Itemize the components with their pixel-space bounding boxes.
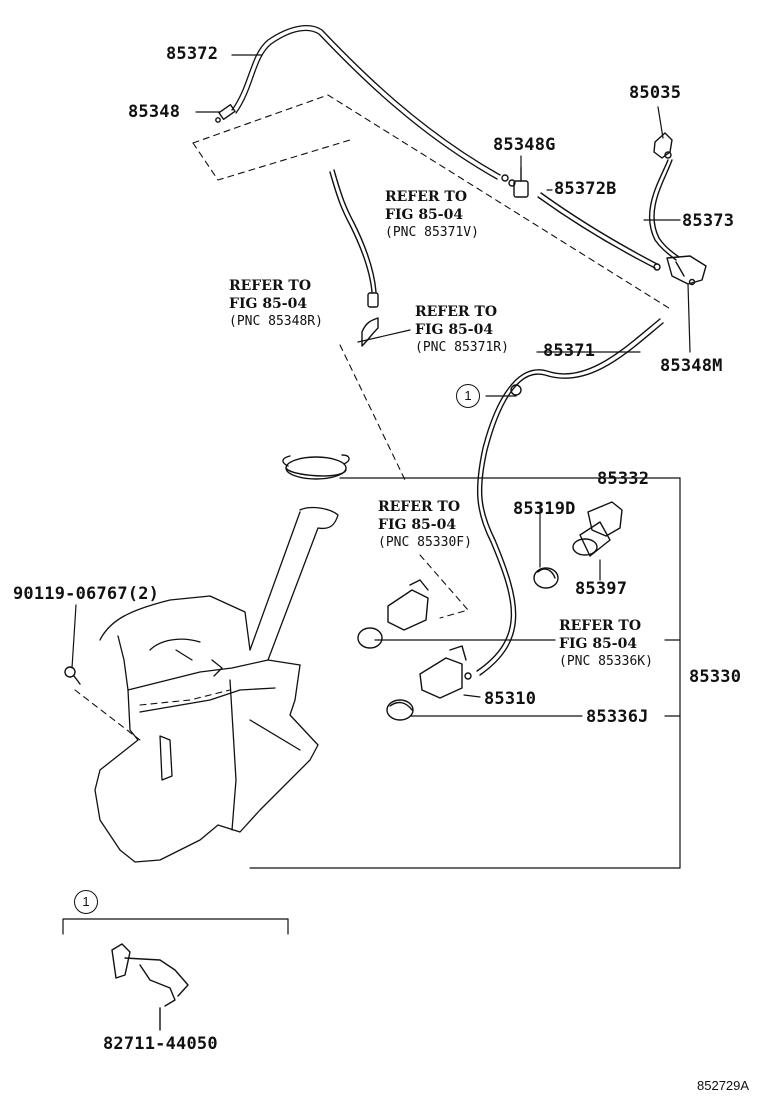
label-85372: 85372 xyxy=(166,44,219,64)
joint-85348M xyxy=(666,255,707,286)
label-85373: 85373 xyxy=(682,211,735,231)
pump-rear xyxy=(357,579,429,649)
label-85035: 85035 xyxy=(629,83,682,103)
callout-marker-hose: 1 xyxy=(456,384,480,408)
cap-85332 xyxy=(282,454,350,480)
callout-marker-detail: 1 xyxy=(74,890,98,914)
reference-note-85330F: REFER TO FIG 85-04 (PNC 85330F) xyxy=(378,498,472,552)
reference-line2: FIG 85-04 xyxy=(415,322,494,338)
hose-85372 xyxy=(231,25,501,180)
grommet-85336J xyxy=(386,699,414,721)
reference-pnc: (PNC 85371R) xyxy=(415,340,509,355)
label-85348: 85348 xyxy=(128,102,181,122)
label-85371: 85371 xyxy=(543,341,596,361)
label-85348M: 85348M xyxy=(660,356,723,376)
hose-85371 xyxy=(476,318,664,676)
hose-85348R xyxy=(329,169,379,347)
washer-tank xyxy=(94,506,339,863)
hose-85372B xyxy=(537,192,661,271)
label-82711-44050: 82711-44050 xyxy=(103,1034,218,1054)
reference-line1: REFER TO xyxy=(229,278,312,294)
reference-pnc: (PNC 85336K) xyxy=(559,654,653,669)
dashed-guide-lines xyxy=(74,94,673,741)
reference-line2: FIG 85-04 xyxy=(559,636,638,652)
label-85372B: 85372B xyxy=(554,179,617,199)
grommet-85319D xyxy=(533,567,559,589)
label-85332: 85332 xyxy=(597,469,650,489)
reference-pnc: (PNC 85371V) xyxy=(385,225,479,240)
joint-85348G xyxy=(501,167,529,198)
reference-line1: REFER TO xyxy=(378,499,461,515)
label-85330: 85330 xyxy=(689,667,742,687)
sensor-85397 xyxy=(572,501,623,557)
leader-lines xyxy=(71,54,691,869)
reference-note-85371R: REFER TO FIG 85-04 (PNC 85371R) xyxy=(415,303,509,357)
reference-note-85348R: REFER TO FIG 85-04 (PNC 85348R) xyxy=(229,277,323,331)
label-85397: 85397 xyxy=(575,579,628,599)
joint-85348 xyxy=(215,104,236,123)
reference-note-85336K: REFER TO FIG 85-04 (PNC 85336K) xyxy=(559,617,653,671)
label-85336J: 85336J xyxy=(586,707,649,727)
reference-line2: FIG 85-04 xyxy=(385,207,464,223)
reference-line1: REFER TO xyxy=(385,189,468,205)
label-85310: 85310 xyxy=(484,689,537,709)
label-90119-06767: 90119-06767(2) xyxy=(13,584,160,604)
bolt-90119 xyxy=(64,666,81,685)
reference-pnc: (PNC 85348R) xyxy=(229,314,323,329)
reference-line2: FIG 85-04 xyxy=(229,296,308,312)
label-85348G: 85348G xyxy=(493,135,556,155)
nozzle-85035 xyxy=(653,132,673,159)
reference-note-85371V: REFER TO FIG 85-04 (PNC 85371V) xyxy=(385,188,479,242)
figure-code: 852729A xyxy=(697,1078,750,1093)
detail-frame xyxy=(62,918,289,935)
reference-pnc: (PNC 85330F) xyxy=(378,535,472,550)
reference-line1: REFER TO xyxy=(559,618,642,634)
reference-line2: FIG 85-04 xyxy=(378,517,457,533)
clip-82711 xyxy=(111,943,189,1031)
label-85319D: 85319D xyxy=(513,499,576,519)
pump-85310 xyxy=(419,645,472,699)
reference-line1: REFER TO xyxy=(415,304,498,320)
hose-85373 xyxy=(648,159,680,261)
